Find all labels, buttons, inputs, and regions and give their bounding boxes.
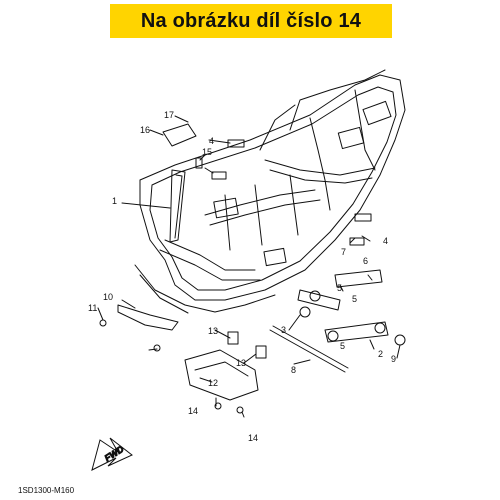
callout-8: 8	[291, 365, 296, 375]
callout-11: 11	[88, 303, 97, 313]
callout-14: 14	[248, 433, 258, 443]
callout-15: 15	[202, 147, 212, 157]
callout-5: 5	[352, 294, 357, 304]
frame-drawing	[97, 69, 406, 418]
callout-labels: 1 2 3 4 4 5 5 5 6 7 8 9 10 11 12 13 13 1…	[88, 110, 396, 443]
callout-14: 14	[188, 406, 198, 416]
callout-12: 12	[208, 378, 218, 388]
callout-5: 5	[340, 341, 345, 351]
callout-4: 4	[209, 136, 214, 146]
callout-13: 13	[208, 326, 218, 336]
callout-3: 3	[281, 325, 286, 335]
fwd-arrow-icon: FWD	[91, 437, 133, 471]
callout-10: 10	[103, 292, 113, 302]
callout-6: 6	[363, 256, 368, 266]
callout-17: 17	[164, 110, 174, 120]
callout-4: 4	[383, 236, 388, 246]
callout-7: 7	[341, 247, 346, 257]
callout-16: 16	[140, 125, 150, 135]
callout-5: 5	[337, 283, 342, 293]
diagram-code: 1SD1300-M160	[18, 486, 75, 495]
callout-13: 13	[236, 358, 246, 368]
callout-1: 1	[112, 196, 117, 206]
page-title-banner: Na obrázku díl číslo 14	[110, 4, 392, 38]
callout-2: 2	[378, 349, 383, 359]
page-title: Na obrázku díl číslo 14	[140, 9, 362, 32]
callout-9: 9	[391, 354, 396, 364]
